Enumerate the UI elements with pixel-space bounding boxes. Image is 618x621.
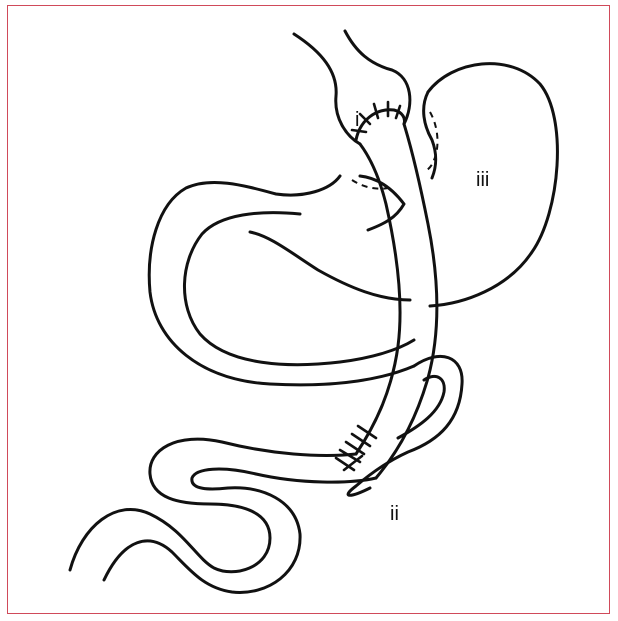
small-bowel-upper xyxy=(70,439,356,572)
label-ii: ii xyxy=(390,504,399,524)
jejunal-loop xyxy=(348,356,462,495)
remnant-stomach-outline xyxy=(428,64,557,306)
small-bowel-lower xyxy=(104,469,376,592)
bypassed-limb-inner xyxy=(184,176,414,365)
esophagus-outline xyxy=(294,31,410,144)
remnant-stomach-inner xyxy=(424,92,436,178)
label-iii: iii xyxy=(476,170,489,190)
label-i: i xyxy=(355,110,359,130)
anastomosis-stitches-upper xyxy=(352,102,405,140)
bypassed-limb-outer xyxy=(149,176,414,385)
anastomosis-stitches-lower xyxy=(336,426,376,470)
